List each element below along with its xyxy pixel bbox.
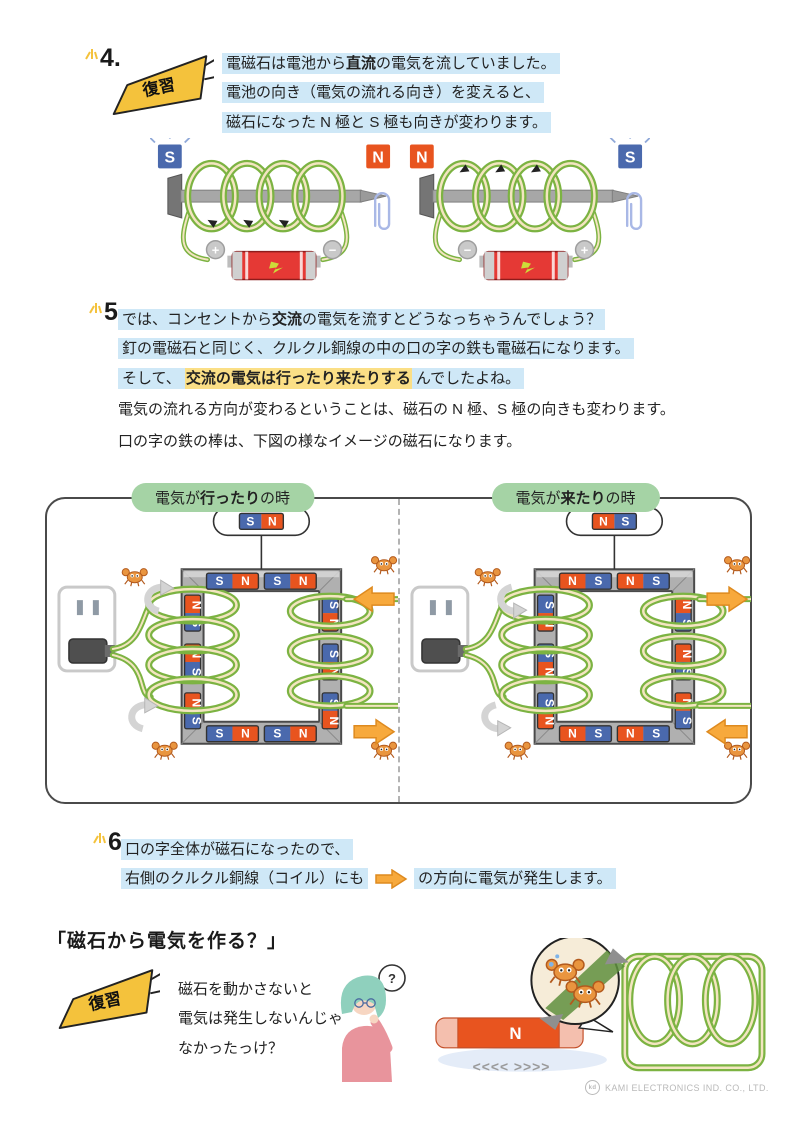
svg-text:S: S	[543, 699, 557, 707]
svg-text:S: S	[216, 574, 224, 588]
text-line: なかったっけ？	[178, 1039, 284, 1057]
svg-text:S: S	[190, 717, 204, 725]
svg-text:S: S	[625, 149, 636, 166]
svg-text:N: N	[241, 727, 250, 741]
svg-text:N: N	[509, 1024, 521, 1043]
text-line: 磁石になった N 極と S 極も向きが変わります。	[222, 111, 552, 133]
text-line: 釘の電磁石と同じく、クルクル銅線の中の口の字の鉄も電磁石になります。	[118, 338, 634, 360]
svg-text:S: S	[327, 601, 341, 609]
text-line: では、コンセントから交流の電気を流すとどうなっちゃうんでしょう？	[118, 309, 606, 330]
thinking-person-illustration: ?	[328, 962, 412, 1084]
svg-text:S: S	[216, 727, 224, 741]
svg-text:S: S	[327, 650, 341, 658]
svg-text:N: N	[568, 574, 577, 588]
svg-text:S: S	[621, 514, 629, 528]
sparkle-icon	[85, 49, 98, 60]
magnet-coil-illustration: N <<<< >>>>	[428, 938, 766, 1103]
text-line: 電磁石は電池から直流の電気を流していました。	[222, 53, 560, 74]
svg-text:S: S	[652, 727, 660, 741]
text-line: 右側のクルクル銅線（コイル）にも	[121, 868, 369, 890]
section4-number: 4.	[84, 46, 121, 71]
sparkle-icon	[93, 833, 106, 844]
svg-text:N: N	[327, 716, 341, 725]
svg-text:S: S	[246, 514, 254, 528]
svg-text:N: N	[680, 601, 694, 610]
section5-text: では、コンセントから交流の電気を流すとどうなっちゃうんでしょう？ 釘の電磁石と同…	[118, 308, 634, 396]
svg-text:N: N	[327, 668, 341, 677]
text-line: 電気は発生しないんじゃ	[178, 1010, 344, 1028]
svg-text:N: N	[372, 149, 383, 166]
svg-text:N: N	[543, 716, 557, 725]
svg-text:N: N	[416, 149, 427, 166]
svg-text:S: S	[680, 668, 694, 676]
svg-text:S: S	[680, 717, 694, 725]
svg-text:S: S	[190, 668, 204, 676]
svg-text:S: S	[273, 727, 281, 741]
section5-paragraph: 電気の流れる方向が変わるということは、磁石の N 極、S 極の向きも変わります。…	[118, 398, 675, 463]
svg-text:N: N	[190, 601, 204, 610]
section4-text: 電磁石は電池から直流の電気を流していました。 電池の向き（電気の流れる向き）を変…	[222, 52, 560, 140]
svg-text:S: S	[273, 574, 281, 588]
company-logo: kd	[585, 1080, 600, 1095]
section-number-label: 4.	[100, 44, 121, 72]
svg-text:−: −	[464, 243, 472, 258]
footer: kd KAMI ELECTRONICS IND. CO., LTD.	[585, 1080, 769, 1095]
svg-text:S: S	[594, 574, 602, 588]
svg-text:N: N	[543, 668, 557, 677]
review-megaphone-icon: 復習	[52, 968, 160, 1036]
text-line: 口の字の鉄の棒は、下図の様なイメージの磁石になります。	[118, 433, 522, 451]
text-line: 電池の向き（電気の流れる向き）を変えると、	[222, 82, 544, 104]
review-megaphone-icon: 復習	[106, 54, 214, 122]
nail-electromagnet-diagram-left: S N + −	[150, 138, 398, 285]
text-line: 電気の流れる方向が変わるということは、磁石の N 極、S 極の向きも変わります。	[118, 401, 675, 418]
svg-text:N: N	[299, 574, 308, 588]
svg-text:N: N	[268, 514, 277, 528]
bottom-heading: 「磁石から電気を作る？」	[47, 931, 288, 952]
svg-text:+: +	[581, 243, 589, 258]
svg-text:+: +	[212, 243, 220, 258]
panel-title-coming: 電気が来たりの時	[491, 483, 660, 512]
svg-text:N: N	[626, 727, 635, 741]
svg-text:−: −	[329, 243, 337, 258]
bottom-text: 磁石を動かさないと 電気は発生しないんじゃ なかったっけ？	[178, 978, 343, 1066]
svg-text:S: S	[543, 601, 557, 609]
text-line: 口の字全体が磁石になったので、	[121, 839, 354, 860]
company-name: KAMI ELECTRONICS IND. CO., LTD.	[605, 1082, 769, 1093]
nail-electromagnet-diagram-right: N S − +	[402, 138, 650, 285]
svg-text:S: S	[652, 574, 660, 588]
svg-text:S: S	[165, 149, 176, 166]
svg-text:N: N	[299, 727, 308, 741]
text-line: そして、	[118, 367, 185, 389]
svg-text:<<<< >>>>: <<<< >>>>	[473, 1059, 551, 1075]
section6-text: 口の字全体が磁石になったので、 右側のクルクル銅線（コイル）にもの方向に電気が発…	[121, 838, 616, 897]
svg-text:N: N	[599, 514, 608, 528]
svg-text:N: N	[680, 650, 694, 659]
svg-text:S: S	[594, 727, 602, 741]
svg-text:N: N	[190, 699, 204, 708]
svg-text:N: N	[568, 727, 577, 741]
sparkle-icon	[89, 303, 102, 314]
orange-arrow-icon	[375, 869, 408, 890]
svg-text:?: ?	[388, 971, 396, 986]
highlighted-phrase: 交流の電気は行ったり来たりする	[184, 367, 412, 389]
svg-text:N: N	[241, 574, 250, 588]
panel-title-going: 電気が行ったりの時	[130, 483, 315, 512]
text-line: 磁石を動かさないと	[178, 981, 314, 998]
svg-text:N: N	[626, 574, 635, 588]
